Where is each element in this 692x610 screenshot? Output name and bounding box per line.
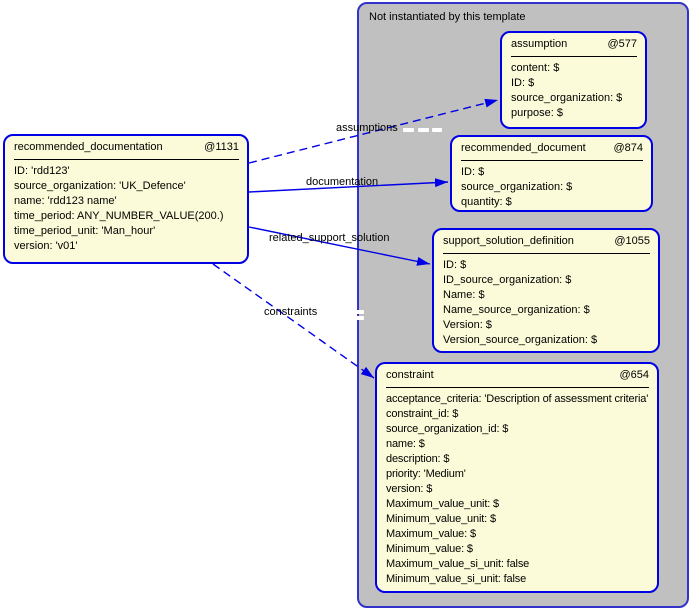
attribute-list: ID: 'rdd123' source_organization: 'UK_Def… xyxy=(5,162,247,254)
relation-label-documentation: documentation xyxy=(306,176,379,188)
attribute-line: priority: 'Medium' xyxy=(386,468,466,480)
header-separator xyxy=(386,387,649,388)
header-separator xyxy=(461,160,643,161)
attribute-line: source_organization_id: $ xyxy=(386,423,509,435)
relation-label-related-support-solution: related_support_solution xyxy=(269,232,390,244)
attribute-line: Maximum_value: $ xyxy=(386,528,476,540)
attribute-line: description: $ xyxy=(386,453,450,465)
entity-header: recommended_documentation @1131 xyxy=(5,136,247,157)
attribute-list: ID: $ ID_source_organization: $ Name: $ Nam… xyxy=(434,256,658,348)
attribute-line: source_organization: $ xyxy=(511,92,623,104)
attribute-line: Maximum_value_si_unit: false xyxy=(386,558,530,570)
attribute-line: version: $ xyxy=(386,483,433,495)
attribute-line: constraint_id: $ xyxy=(386,408,459,420)
attribute-line: purpose: $ xyxy=(511,107,563,119)
attribute-line: ID: $ xyxy=(461,166,485,178)
region-title: Not instantiated by this template xyxy=(369,11,526,23)
selection-highlight-mark xyxy=(344,310,364,314)
entity-header: recommended_document @874 xyxy=(452,137,651,158)
attribute-line: time_period_unit: 'Man_hour' xyxy=(14,225,156,237)
relation-label-constraints: constraints xyxy=(264,306,318,318)
attribute-line: time_period: ANY_NUMBER_VALUE(200.) xyxy=(14,210,224,222)
entity-instance-id: @577 xyxy=(607,38,637,50)
entity-recommended-documentation[interactable]: recommended_documentation @1131 ID: 'rdd… xyxy=(3,134,249,264)
entity-instance-id: @654 xyxy=(619,369,649,381)
entity-instance-id: @1131 xyxy=(204,141,239,153)
attribute-line: source_organization: $ xyxy=(461,181,573,193)
entity-support-solution-definition[interactable]: support_solution_definition @1055 ID: $I… xyxy=(432,228,660,353)
selection-highlight-mark xyxy=(432,128,442,132)
attribute-list: ID: $ source_organization: $ quantity: $ xyxy=(452,163,651,210)
relation-label-assumptions: assumptions xyxy=(336,122,398,134)
entity-recommended-document[interactable]: recommended_document @874 ID: $ source_or… xyxy=(450,135,653,212)
attribute-line: quantity: $ xyxy=(461,196,512,208)
attribute-line: ID_source_organization: $ xyxy=(443,274,572,286)
entity-header: support_solution_definition @1055 xyxy=(434,230,658,251)
attribute-line: ID: 'rdd123' xyxy=(14,165,70,177)
attribute-line: ID: $ xyxy=(511,77,535,89)
entity-title: recommended_documentation xyxy=(14,141,163,153)
header-separator xyxy=(443,253,650,254)
attribute-line: Minimum_value_si_unit: false xyxy=(386,573,527,585)
attribute-line: source_organization: 'UK_Defence' xyxy=(14,180,186,192)
attribute-line: name: 'rdd123 name' xyxy=(14,195,117,207)
entity-title: assumption xyxy=(511,38,568,50)
entity-title: recommended_document xyxy=(461,142,586,154)
attribute-line: acceptance_criteria: 'Description of ass… xyxy=(386,393,649,405)
header-separator xyxy=(14,159,239,160)
entity-instance-id: @874 xyxy=(613,142,643,154)
attribute-line: Name: $ xyxy=(443,289,485,301)
entity-instance-id: @1055 xyxy=(614,235,650,247)
attribute-line: Version_source_organization: $ xyxy=(443,334,598,346)
selection-highlight-mark xyxy=(403,128,414,132)
entity-constraint[interactable]: constraint @654 acceptance_criteria: 'De… xyxy=(375,362,659,593)
entity-title: support_solution_definition xyxy=(443,235,574,247)
entity-assumption[interactable]: assumption @577 content: $ ID: $ source_or… xyxy=(500,31,647,129)
entity-header: constraint @654 xyxy=(377,364,657,385)
attribute-line: Maximum_value_unit: $ xyxy=(386,498,500,510)
attribute-list: content: $ ID: $ source_organization: $ pur… xyxy=(502,59,645,121)
attribute-line: ID: $ xyxy=(443,259,467,271)
attribute-line: content: $ xyxy=(511,62,560,74)
attribute-line: version: 'v01' xyxy=(14,240,78,252)
attribute-line: Minimum_value: $ xyxy=(386,543,473,555)
attribute-line: Version: $ xyxy=(443,319,492,331)
selection-highlight-mark xyxy=(418,128,429,132)
attribute-list: acceptance_criteria: 'Description of ass… xyxy=(377,390,657,587)
entity-title: constraint xyxy=(386,369,434,381)
header-separator xyxy=(511,56,637,57)
entity-header: assumption @577 xyxy=(502,33,645,54)
arrow-constraints xyxy=(212,263,375,379)
attribute-line: Name_source_organization: $ xyxy=(443,304,590,316)
attribute-line: name: $ xyxy=(386,438,425,450)
attribute-line: Minimum_value_unit: $ xyxy=(386,513,496,525)
selection-highlight-mark xyxy=(344,316,364,320)
